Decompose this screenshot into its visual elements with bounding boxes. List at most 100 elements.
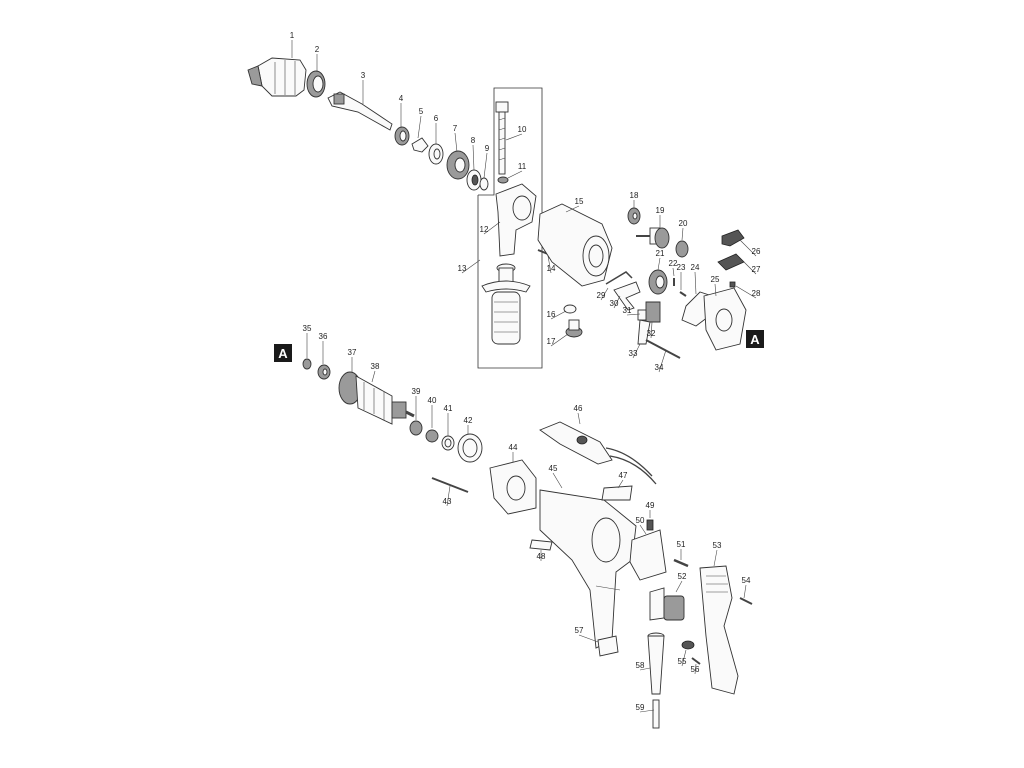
part-55-strain-relief <box>681 640 695 650</box>
part-10-bolt <box>495 101 509 175</box>
leader-line-27 <box>743 261 757 275</box>
part-6-washer <box>428 143 444 165</box>
leader-line-47 <box>617 479 624 489</box>
leader-line-7 <box>454 132 458 153</box>
part-label-8: 8 <box>471 136 476 145</box>
part-label-28: 28 <box>752 289 761 298</box>
part-label-16: 16 <box>547 310 556 319</box>
part-label-39: 39 <box>412 387 421 396</box>
part-43-screw <box>431 477 469 493</box>
part-label-3: 3 <box>361 71 366 80</box>
part-18-bearing <box>627 207 641 225</box>
part-47-label <box>601 485 633 501</box>
svg-text:A: A <box>750 332 760 347</box>
leader-line-14 <box>547 255 552 274</box>
leader-line-29 <box>600 287 609 301</box>
part-label-35: 35 <box>303 324 312 333</box>
part-label-41: 41 <box>444 404 453 413</box>
leader-line-24 <box>694 271 697 295</box>
part-46-cord-guard <box>539 421 657 485</box>
part-label-53: 53 <box>713 541 722 550</box>
leader-line-20 <box>681 227 684 241</box>
part-4-bearing <box>394 126 410 146</box>
part-23-spring <box>679 291 687 297</box>
leader-line-13 <box>461 259 481 274</box>
part-56-screw <box>691 657 701 665</box>
part-11-nut <box>497 176 509 184</box>
leader-line-5 <box>417 115 422 139</box>
part-label-25: 25 <box>711 275 720 284</box>
part-54-screw <box>739 597 753 605</box>
part-label-32: 32 <box>647 329 656 338</box>
part-26-knob <box>721 229 745 247</box>
leader-line-43 <box>446 485 451 507</box>
part-label-40: 40 <box>428 396 437 405</box>
leader-line-59 <box>639 709 655 713</box>
part-33-clip <box>637 319 651 345</box>
part-30-plate <box>613 281 641 311</box>
part-label-22: 22 <box>669 259 678 268</box>
part-label-33: 33 <box>629 349 638 358</box>
leader-line-58 <box>639 667 651 671</box>
part-label-18: 18 <box>630 191 639 200</box>
part-48-label <box>529 539 553 551</box>
part-16-washer <box>563 304 577 314</box>
part-label-10: 10 <box>518 125 527 134</box>
leader-line-8 <box>472 144 475 171</box>
part-41-ring <box>441 435 455 451</box>
part-label-21: 21 <box>656 249 665 258</box>
part-label-49: 49 <box>646 501 655 510</box>
leader-line-31 <box>626 313 641 316</box>
part-label-55: 55 <box>678 657 687 666</box>
part-label-23: 23 <box>677 263 686 272</box>
part-45-motor-housing <box>539 489 637 649</box>
part-label-45: 45 <box>549 464 558 473</box>
leader-line-12 <box>483 221 501 235</box>
leader-line-30 <box>613 295 621 309</box>
part-44-field <box>489 459 537 515</box>
part-label-1: 1 <box>290 31 295 40</box>
leader-lines <box>291 40 757 713</box>
part-label-6: 6 <box>434 114 439 123</box>
leader-line-38 <box>371 370 376 383</box>
leader-line-46 <box>577 412 581 425</box>
part-label-46: 46 <box>574 404 583 413</box>
part-label-29: 29 <box>597 291 606 300</box>
part-32-block <box>645 301 661 323</box>
part-13-side-handle <box>481 263 531 345</box>
part-label-38: 38 <box>371 362 380 371</box>
part-15-gear-housing <box>537 203 613 287</box>
part-50-switch-plate <box>629 529 667 581</box>
part-label-37: 37 <box>348 348 357 357</box>
part-59-cord <box>652 699 660 729</box>
part-36-bearing <box>317 364 331 380</box>
leader-line-57 <box>578 634 599 643</box>
part-label-42: 42 <box>464 416 473 425</box>
leader-line-28 <box>735 285 757 299</box>
part-label-27: 27 <box>752 265 761 274</box>
part-label-5: 5 <box>419 107 424 116</box>
leader-line-15 <box>565 205 580 213</box>
part-label-56: 56 <box>691 665 700 674</box>
part-39-bearing <box>409 420 423 436</box>
leader-line-53 <box>713 549 718 567</box>
part-35-bearing <box>302 358 312 370</box>
part-label-47: 47 <box>619 471 628 480</box>
leader-line-17 <box>550 333 569 347</box>
part-label-30: 30 <box>610 299 619 308</box>
part-8-gear <box>466 169 482 191</box>
leader-line-11 <box>507 170 523 179</box>
leader-line-56 <box>694 663 697 675</box>
part-57-tag <box>597 635 619 657</box>
part-label-50: 50 <box>636 516 645 525</box>
part-49-screw <box>646 519 654 531</box>
leader-line-55 <box>681 649 687 667</box>
part-label-9: 9 <box>485 144 490 153</box>
part-9-ring <box>479 177 489 191</box>
part-label-34: 34 <box>655 363 664 372</box>
leader-line-45 <box>552 472 563 489</box>
svg-text:A: A <box>278 346 288 361</box>
callout-marker-a-left: A <box>274 344 292 362</box>
part-label-20: 20 <box>679 219 688 228</box>
